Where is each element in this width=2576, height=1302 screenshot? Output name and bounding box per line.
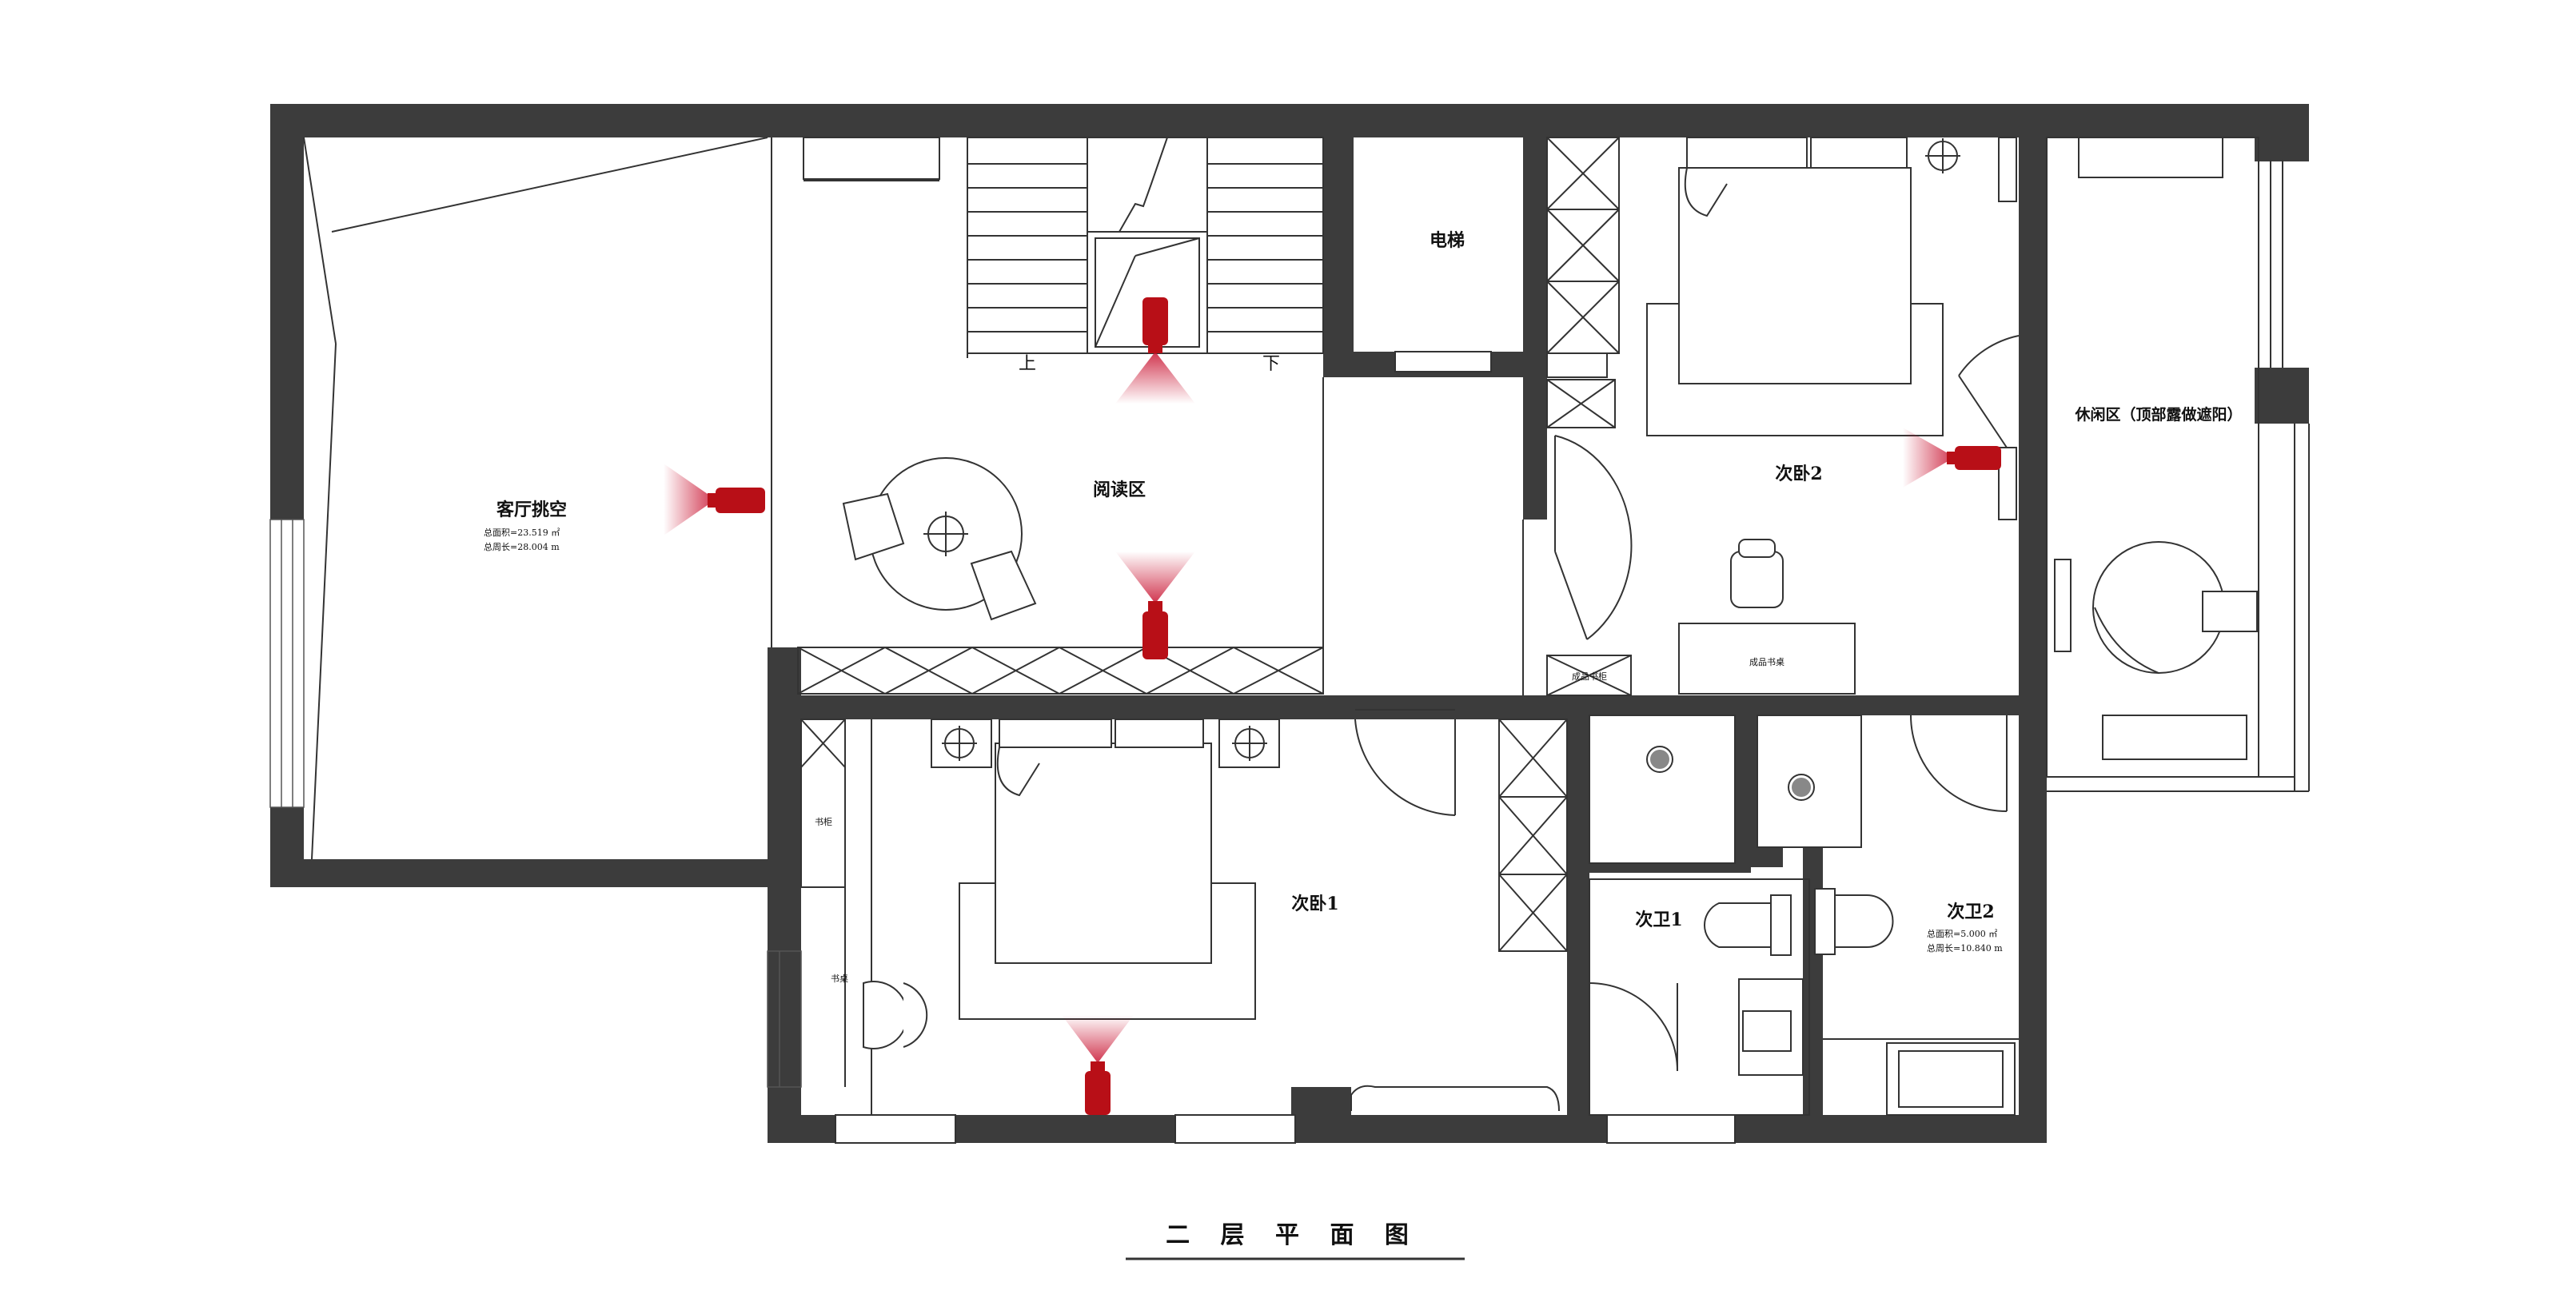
cameras bbox=[664, 297, 2001, 1115]
camera-icon bbox=[1062, 1015, 1134, 1115]
walls bbox=[270, 104, 2309, 1143]
room-area-bath2: 总面积=5.000 ㎡ bbox=[1927, 928, 1997, 939]
camera-icon bbox=[664, 464, 765, 536]
room-label-bath2: 次卫2 bbox=[1947, 902, 1994, 922]
room-label-elevator: 电梯 bbox=[1430, 230, 1465, 251]
room-label-bedroom2: 次卧2 bbox=[1775, 464, 1822, 484]
plan-title: 二 层 平 面 图 bbox=[1166, 1221, 1420, 1249]
room-label-bath1: 次卫1 bbox=[1635, 910, 1682, 930]
bookcase-label: 书柜 bbox=[815, 817, 832, 827]
room-perimeter-living-void: 总周长=28.004 m bbox=[484, 541, 560, 552]
staircase bbox=[967, 137, 1324, 358]
stair-up-label: 上 bbox=[1019, 354, 1036, 374]
room-label-living-void: 客厅挑空 bbox=[496, 500, 567, 520]
shelf-label-bedroom2: 成品书柜 bbox=[1572, 671, 1607, 682]
room-labels: 客厅挑空 总面积=23.519 ㎡ 总周长=28.004 m 阅读区 电梯 次卧… bbox=[484, 230, 2243, 984]
room-label-reading: 阅读区 bbox=[1093, 480, 1146, 500]
drawing-title: 二 层 平 面 图 bbox=[1126, 1221, 1465, 1260]
desk-label-bedroom1: 书桌 bbox=[831, 974, 848, 984]
desk-label-bedroom2: 成品书桌 bbox=[1749, 657, 1784, 667]
thin-lines bbox=[269, 137, 2310, 1144]
camera-icon bbox=[1115, 551, 1195, 659]
camera-icon bbox=[1903, 428, 2001, 488]
stair-down-label: 下 bbox=[1262, 354, 1280, 374]
room-label-leisure: 休闲区（顶部露做遮阳） bbox=[2074, 405, 2242, 424]
camera-icon bbox=[1115, 297, 1195, 404]
room-label-bedroom1: 次卧1 bbox=[1291, 894, 1338, 914]
room-area-living-void: 总面积=23.519 ㎡ bbox=[484, 527, 560, 538]
room-perimeter-bath2: 总周长=10.840 m bbox=[1927, 942, 2003, 954]
furniture bbox=[842, 137, 1960, 1049]
